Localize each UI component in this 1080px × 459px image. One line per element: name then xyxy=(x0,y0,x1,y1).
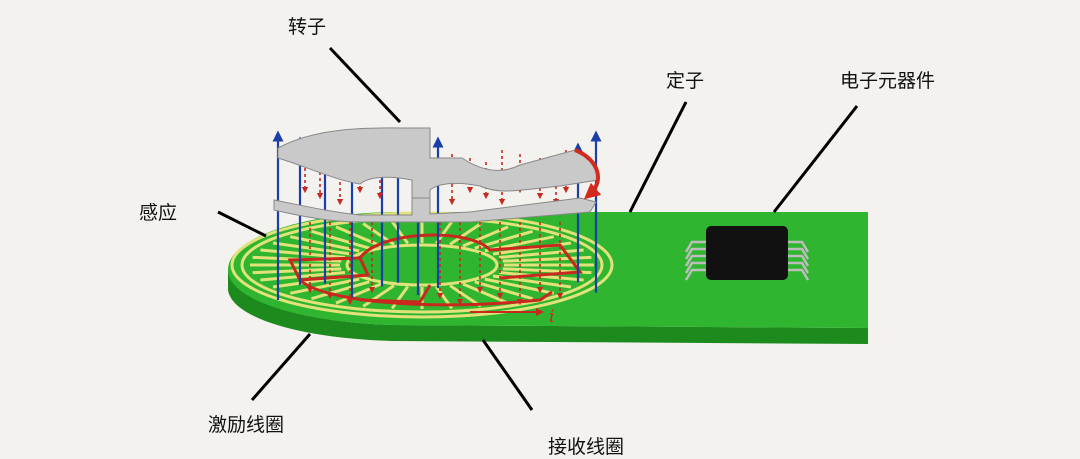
chip-pin xyxy=(788,261,810,274)
leader-rotor xyxy=(328,46,402,124)
chip-pins-left xyxy=(684,240,706,281)
label-stator: 定子 xyxy=(666,70,705,92)
chip-pins-right xyxy=(788,240,810,281)
leader-electronics xyxy=(772,105,859,213)
chip-body xyxy=(706,226,788,280)
pcb-side xyxy=(228,270,868,344)
chip-pin xyxy=(788,268,810,281)
receiver-spoke xyxy=(311,280,370,301)
receiver-spoke xyxy=(260,248,346,259)
receiver-spoke xyxy=(474,280,533,301)
receiver-spoke xyxy=(449,222,482,246)
label-excitation-coil: 激励线圈 xyxy=(208,414,285,436)
chip-pin xyxy=(684,247,706,260)
label-electronics: 电子元器件 xyxy=(840,70,936,92)
receiver-coil xyxy=(287,233,583,307)
receiver-spoke xyxy=(260,271,346,282)
rotor-upper-ring xyxy=(277,127,599,211)
chip-pin xyxy=(684,261,706,274)
rotor xyxy=(273,127,602,223)
leader-stator xyxy=(628,101,688,213)
label-receiver-coil: 接收线圈 xyxy=(548,436,625,458)
label-induction: 感应 xyxy=(139,202,178,224)
chip-pin xyxy=(788,254,810,267)
label-rotor: 转子 xyxy=(288,16,327,38)
receiver-spoke xyxy=(390,220,409,245)
receiver-spoke xyxy=(390,285,409,310)
ic-chip xyxy=(684,226,810,281)
chip-pin xyxy=(684,268,706,281)
leader-receiver xyxy=(481,339,534,411)
chip-pin xyxy=(684,240,706,253)
receiver-spoke xyxy=(272,241,352,256)
receiver-spoke xyxy=(311,229,370,250)
rotor-lower-ring xyxy=(273,197,597,223)
rotation-arrow xyxy=(574,148,602,200)
leader-induction xyxy=(217,210,267,238)
receiver-spoke xyxy=(502,255,592,263)
receiver-spoke xyxy=(498,248,584,259)
chip-pin xyxy=(788,247,810,260)
receiver-spoke xyxy=(462,282,509,305)
chip-pin xyxy=(684,254,706,267)
current-symbol: i xyxy=(549,307,554,327)
receiver-spoke xyxy=(289,277,360,295)
receiver-spoke xyxy=(362,284,395,308)
chip-pin xyxy=(788,240,810,253)
leader-excitation xyxy=(250,333,312,401)
receiver-spoke xyxy=(335,225,382,248)
leader-lines xyxy=(217,46,859,411)
